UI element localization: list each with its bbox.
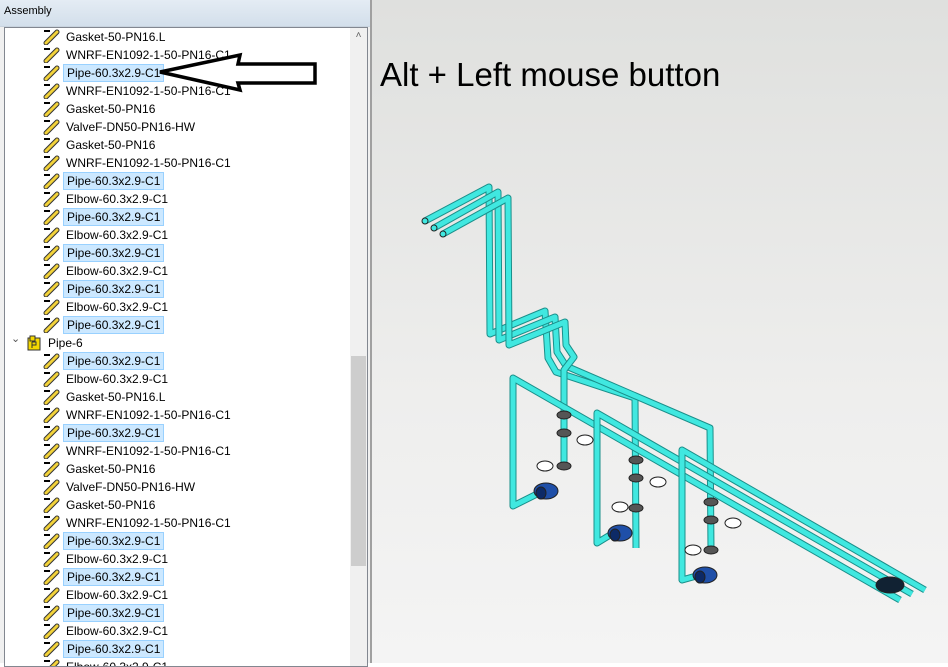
valve-icon <box>609 528 621 542</box>
tree-item-label: Pipe-60.3x2.9-C1 <box>63 208 165 226</box>
flange-icon <box>556 461 572 471</box>
tree-item-label: Pipe-60.3x2.9-C1 <box>63 280 165 298</box>
valve-cluster-icon <box>875 576 905 594</box>
tree-item-label: Elbow-60.3x2.9-C1 <box>66 300 169 314</box>
tree-item-label: Elbow-60.3x2.9-C1 <box>66 372 169 386</box>
tree-item-label: Elbow-60.3x2.9-C1 <box>66 264 169 278</box>
handwheel-icon <box>576 434 594 446</box>
tree-item-label: Pipe-60.3x2.9-C1 <box>63 352 165 370</box>
tree-item-label: Pipe-60.3x2.9-C1 <box>63 568 165 586</box>
pipe-run[interactable] <box>510 375 902 603</box>
tree-item-label: Elbow-60.3x2.9-C1 <box>66 228 169 242</box>
tree-item-label: WNRF-EN1092-1-50-PN16-C1 <box>66 84 231 98</box>
scrollbar-thumb[interactable] <box>351 356 366 566</box>
tree-item-label: Pipe-60.3x2.9-C1 <box>63 532 165 550</box>
flange-icon <box>556 410 572 420</box>
tree-item-label: WNRF-EN1092-1-50-PN16-C1 <box>66 408 231 422</box>
handwheel-icon <box>536 460 554 472</box>
valve-icon <box>694 570 706 584</box>
handwheel-icon <box>611 501 629 513</box>
vertical-scrollbar[interactable]: ˄ <box>350 28 367 666</box>
flange-icon <box>556 428 572 438</box>
tree-item-label: Gasket-50-PN16 <box>66 102 156 116</box>
tree-item-label: ValveF-DN50-PN16-HW <box>66 480 196 494</box>
tree-item-label: Pipe-60.3x2.9-C1 <box>63 424 165 442</box>
pipe-run[interactable] <box>441 195 577 466</box>
tree-item-label: Elbow-60.3x2.9-C1 <box>66 552 169 566</box>
panel-title: Assembly <box>0 0 370 27</box>
tree-item-label: Elbow-60.3x2.9-C1 <box>66 624 169 638</box>
3d-viewport[interactable]: Alt + Left mouse button <box>372 0 948 663</box>
tree-item-label: Pipe-60.3x2.9-C1 <box>63 244 165 262</box>
tree-item-label: Pipe-60.3x2.9-C1 <box>63 604 165 622</box>
tree-item-label: Gasket-50-PN16 <box>66 138 156 152</box>
tree-item-label: Pipe-60.3x2.9-C1 <box>63 172 165 190</box>
tree-item-label: Pipe-6 <box>48 336 83 350</box>
assembly-panel: Assembly Gasket-50-PN16.L WNRF-EN1092-1-5… <box>0 0 370 667</box>
tree-item-label: Gasket-50-PN16.L <box>66 30 166 44</box>
pipe-run[interactable] <box>432 189 714 551</box>
tree-item-label: WNRF-EN1092-1-50-PN16-C1 <box>66 516 231 530</box>
tree-item-label: Pipe-60.3x2.9-C1 <box>63 64 165 82</box>
pipe-run[interactable] <box>594 410 914 597</box>
tree-item-label: WNRF-EN1092-1-50-PN16-C1 <box>66 444 231 458</box>
assembly-tree[interactable]: Gasket-50-PN16.L WNRF-EN1092-1-50-PN16-C1… <box>4 27 368 667</box>
pipe-run[interactable] <box>679 447 927 593</box>
handwheel-icon <box>649 476 667 488</box>
hint-text: Alt + Left mouse button <box>380 56 721 93</box>
pipe-end <box>439 230 447 238</box>
tree-item-label: WNRF-EN1092-1-50-PN16-C1 <box>66 48 231 62</box>
flange-icon <box>628 473 644 483</box>
tree-item-label: ValveF-DN50-PN16-HW <box>66 120 196 134</box>
tree-item-label: Gasket-50-PN16 <box>66 462 156 476</box>
pipe-model[interactable] <box>372 0 948 663</box>
valve-icon <box>535 486 547 500</box>
tree-item-label: Elbow-60.3x2.9-C1 <box>66 192 169 206</box>
tree-item-label: Elbow-60.3x2.9-C1 <box>66 588 169 602</box>
tree-item-label: Pipe-60.3x2.9-C1 <box>63 640 165 658</box>
flange-icon <box>703 545 719 555</box>
flange-icon <box>628 503 644 513</box>
tree-item-label: Pipe-60.3x2.9-C1 <box>63 316 165 334</box>
flange-icon <box>703 515 719 525</box>
tree-item-label: Gasket-50-PN16.L <box>66 390 166 404</box>
flange-icon <box>703 497 719 507</box>
handwheel-icon <box>684 544 702 556</box>
scroll-up-icon[interactable]: ˄ <box>355 30 362 41</box>
flange-icon <box>628 455 644 465</box>
panel-splitter[interactable] <box>370 0 372 663</box>
pipe-end <box>421 217 429 225</box>
handwheel-icon <box>724 517 742 529</box>
tree-item-label: Gasket-50-PN16 <box>66 498 156 512</box>
pipe-end <box>430 224 438 232</box>
tree-item-label: WNRF-EN1092-1-50-PN16-C1 <box>66 156 231 170</box>
expand-chevron-icon[interactable]: ⌄ <box>11 333 21 345</box>
